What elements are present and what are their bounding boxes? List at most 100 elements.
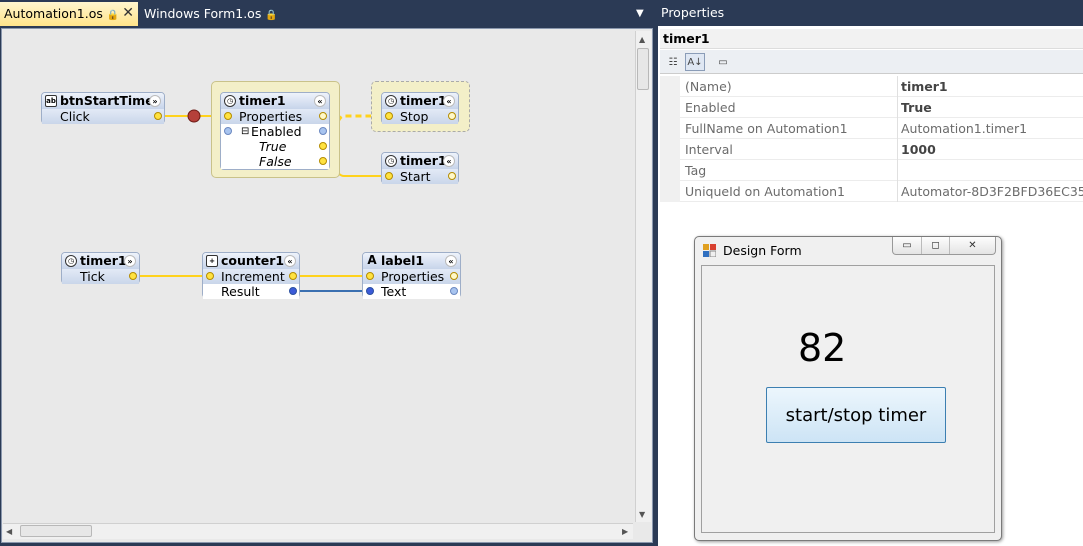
maximize-icon[interactable]: ◻ bbox=[921, 237, 949, 254]
property-value[interactable]: 1000 bbox=[901, 142, 936, 157]
column-divider bbox=[897, 160, 898, 181]
chevron-down-icon[interactable]: » bbox=[149, 95, 161, 107]
properties-object-selector[interactable]: timer1 bbox=[660, 29, 1083, 49]
node-timer1-stop[interactable]: ◷timer1« Stop bbox=[381, 92, 459, 124]
property-name: Tag bbox=[685, 163, 707, 178]
input-port[interactable] bbox=[224, 112, 232, 120]
property-value[interactable]: Automation1.timer1 bbox=[901, 121, 1028, 136]
row-gutter bbox=[660, 181, 680, 202]
row-gutter bbox=[660, 76, 680, 97]
property-name: UniqueId on Automation1 bbox=[685, 184, 845, 199]
output-port[interactable] bbox=[289, 272, 297, 280]
horizontal-scrollbar[interactable] bbox=[3, 523, 633, 539]
start-stop-timer-button[interactable]: start/stop timer bbox=[766, 387, 946, 443]
row-increment: Increment bbox=[221, 269, 285, 284]
close-icon[interactable]: ✕ bbox=[949, 237, 995, 254]
column-divider bbox=[897, 139, 898, 160]
chevron-up-icon[interactable]: « bbox=[445, 255, 457, 267]
vertical-scrollbar[interactable] bbox=[635, 31, 651, 522]
node-timer1-tick[interactable]: ◷timer1» Tick bbox=[61, 252, 140, 284]
output-port[interactable] bbox=[450, 287, 458, 295]
scroll-right-icon[interactable]: ▶ bbox=[622, 527, 629, 536]
column-divider bbox=[897, 76, 898, 97]
row-gutter bbox=[660, 97, 680, 118]
node-title: timer1 bbox=[239, 93, 286, 108]
output-port[interactable] bbox=[154, 112, 162, 120]
label-icon: A bbox=[367, 253, 377, 267]
property-row[interactable]: Tag bbox=[660, 160, 1083, 181]
scroll-down-icon[interactable]: ▼ bbox=[639, 510, 646, 519]
property-row[interactable]: (Name)timer1 bbox=[660, 76, 1083, 97]
column-divider bbox=[897, 97, 898, 118]
close-icon[interactable]: ✕ bbox=[122, 5, 134, 21]
vertical-scroll-thumb[interactable] bbox=[637, 48, 649, 90]
node-title: label1 bbox=[381, 253, 425, 268]
categorized-icon[interactable]: ☷ bbox=[668, 57, 678, 68]
row-gutter bbox=[660, 118, 680, 139]
node-title: timer1 bbox=[400, 93, 447, 108]
input-port[interactable] bbox=[385, 112, 393, 120]
chevron-up-icon[interactable]: « bbox=[443, 155, 455, 167]
property-name: Enabled bbox=[685, 100, 736, 115]
property-row[interactable]: UniqueId on Automation1 Automator-8D3F2BF… bbox=[660, 181, 1083, 202]
node-timer1-properties[interactable]: ◷timer1« Properties ⊟Enabled True False bbox=[220, 92, 330, 170]
output-port-true[interactable] bbox=[319, 142, 327, 150]
output-port-result[interactable] bbox=[289, 287, 297, 295]
input-port[interactable] bbox=[385, 172, 393, 180]
row-properties: Properties bbox=[239, 109, 303, 124]
column-divider bbox=[897, 181, 898, 202]
input-port[interactable] bbox=[206, 272, 214, 280]
alphabetical-icon[interactable]: A↓ bbox=[685, 53, 705, 71]
node-title: timer1 bbox=[80, 253, 127, 268]
timer-icon: ◷ bbox=[385, 155, 397, 167]
chevron-up-icon[interactable]: « bbox=[314, 95, 326, 107]
lock-icon: 🔒 bbox=[106, 10, 120, 21]
output-port[interactable] bbox=[319, 127, 327, 135]
output-port[interactable] bbox=[448, 172, 456, 180]
event-click[interactable]: Click bbox=[60, 109, 90, 124]
property-pages-icon[interactable]: ▭ bbox=[718, 57, 728, 68]
counter-label: 82 bbox=[798, 326, 847, 370]
output-port[interactable] bbox=[450, 272, 458, 280]
node-title: btnStartTimer bbox=[60, 93, 160, 108]
node-counter1[interactable]: +counter1« Increment Result bbox=[202, 252, 300, 299]
row-false: False bbox=[259, 154, 292, 169]
property-row[interactable]: Enabled True bbox=[660, 97, 1083, 118]
method-start: Start bbox=[400, 169, 431, 184]
property-value[interactable]: Automator-8D3F2BFD36EC352% bbox=[901, 184, 1083, 199]
property-value[interactable]: True bbox=[901, 100, 932, 115]
chevron-up-icon[interactable]: « bbox=[284, 255, 296, 267]
chevron-down-icon[interactable]: » bbox=[124, 255, 136, 267]
scroll-up-icon[interactable]: ▲ bbox=[639, 35, 646, 44]
collapse-icon[interactable]: ⊟ bbox=[241, 126, 250, 137]
tab-automation1[interactable]: Automation1.os🔒 ✕ bbox=[0, 2, 138, 26]
horizontal-scroll-thumb[interactable] bbox=[20, 525, 92, 537]
property-value[interactable]: timer1 bbox=[901, 79, 948, 94]
event-tick[interactable]: Tick bbox=[80, 269, 105, 284]
row-gutter bbox=[660, 139, 680, 160]
tab-label: Automation1.os bbox=[4, 6, 103, 21]
input-port[interactable] bbox=[366, 272, 374, 280]
form-title: Design Form bbox=[723, 243, 802, 258]
minimize-icon[interactable]: ▭ bbox=[902, 240, 912, 251]
tab-dropdown-icon[interactable]: ▼ bbox=[636, 8, 644, 19]
properties-header: Properties bbox=[658, 0, 1083, 26]
timer-icon: ◷ bbox=[385, 95, 397, 107]
input-port-text[interactable] bbox=[366, 287, 374, 295]
row-enabled: Enabled bbox=[251, 124, 302, 139]
chevron-up-icon[interactable]: « bbox=[443, 95, 455, 107]
output-port-false[interactable] bbox=[319, 157, 327, 165]
breakpoint-marker bbox=[187, 109, 201, 123]
output-port[interactable] bbox=[129, 272, 137, 280]
input-port[interactable] bbox=[224, 127, 232, 135]
tab-windows-form1[interactable]: Windows Form1.os🔒 bbox=[140, 2, 290, 26]
node-timer1-start[interactable]: ◷timer1« Start bbox=[381, 152, 459, 184]
output-port[interactable] bbox=[448, 112, 456, 120]
row-text: Text bbox=[381, 284, 407, 299]
scroll-left-icon[interactable]: ◀ bbox=[6, 527, 13, 536]
output-port[interactable] bbox=[319, 112, 327, 120]
